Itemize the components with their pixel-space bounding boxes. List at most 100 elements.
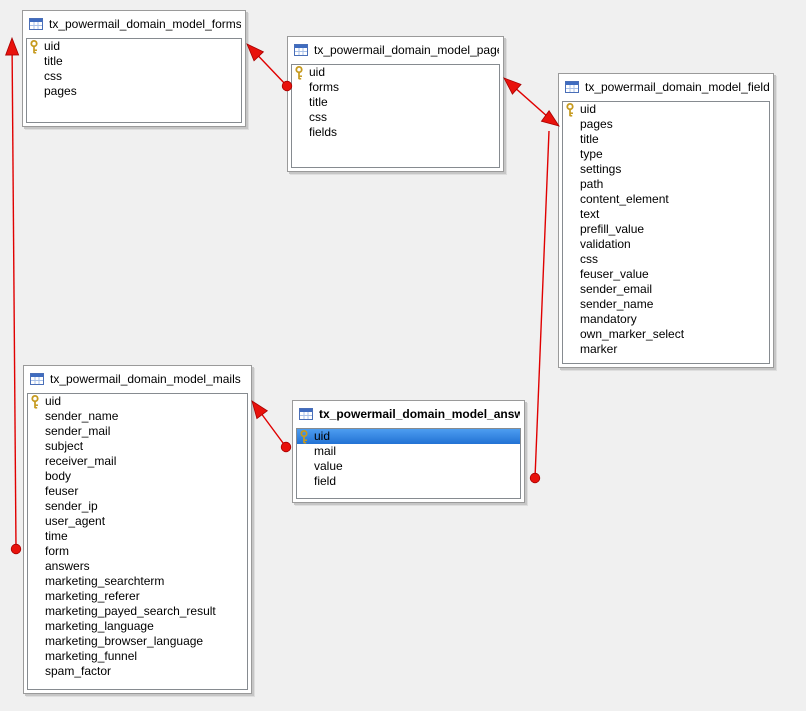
- field-row-body[interactable]: body: [28, 469, 247, 484]
- field-row-feuser[interactable]: feuser: [28, 484, 247, 499]
- field-row-sender_email[interactable]: sender_email: [563, 282, 769, 297]
- field-icon-spacer: [30, 620, 40, 634]
- field-name: marketing_searchterm: [45, 574, 165, 588]
- field-icon-spacer: [30, 590, 40, 604]
- field-row-receiver_mail[interactable]: receiver_mail: [28, 454, 247, 469]
- field-row-user_agent[interactable]: user_agent: [28, 514, 247, 529]
- field-row-own_marker_select[interactable]: own_marker_select: [563, 327, 769, 342]
- field-row-uid[interactable]: uid: [297, 429, 520, 444]
- field-row-sender_ip[interactable]: sender_ip: [28, 499, 247, 514]
- table-icon: [565, 81, 579, 93]
- field-row-uid[interactable]: uid: [563, 102, 769, 117]
- field-row-prefill_value[interactable]: prefill_value: [563, 222, 769, 237]
- field-row-uid[interactable]: uid: [27, 39, 241, 54]
- field-row-value[interactable]: value: [297, 459, 520, 474]
- field-row-form[interactable]: form: [28, 544, 247, 559]
- field-row-field[interactable]: field: [297, 474, 520, 489]
- field-row-path[interactable]: path: [563, 177, 769, 192]
- field-row-sender_mail[interactable]: sender_mail: [28, 424, 247, 439]
- table-icon: [29, 18, 43, 30]
- field-name: prefill_value: [580, 222, 645, 236]
- field-row-marketing_referer[interactable]: marketing_referer: [28, 589, 247, 604]
- table-header-pages[interactable]: tx_powermail_domain_model_pages: [288, 37, 503, 63]
- relation-endpoint-dot: [529, 472, 541, 484]
- field-name: sender_ip: [45, 499, 98, 513]
- field-name: mandatory: [580, 312, 637, 326]
- field-row-pages[interactable]: pages: [563, 117, 769, 132]
- field-row-spam_factor[interactable]: spam_factor: [28, 664, 247, 679]
- field-row-mail[interactable]: mail: [297, 444, 520, 459]
- field-name: feuser_value: [580, 267, 649, 281]
- field-row-title[interactable]: title: [27, 54, 241, 69]
- field-name: css: [44, 69, 62, 83]
- primary-key-icon: [294, 65, 304, 80]
- field-icon-spacer: [565, 223, 575, 237]
- table-header-answers[interactable]: tx_powermail_domain_model_answers: [293, 401, 524, 427]
- field-name: uid: [309, 65, 326, 79]
- field-row-css[interactable]: css: [292, 110, 499, 125]
- table-header-fields[interactable]: tx_powermail_domain_model_fields: [559, 74, 773, 100]
- field-row-mandatory[interactable]: mandatory: [563, 312, 769, 327]
- field-name: sender_mail: [45, 424, 111, 438]
- field-row-subject[interactable]: subject: [28, 439, 247, 454]
- field-row-feuser_value[interactable]: feuser_value: [563, 267, 769, 282]
- field-row-marketing_searchterm[interactable]: marketing_searchterm: [28, 574, 247, 589]
- field-row-marketing_language[interactable]: marketing_language: [28, 619, 247, 634]
- field-name: uid: [45, 394, 62, 408]
- field-name: marketing_language: [45, 619, 154, 633]
- field-row-uid[interactable]: uid: [292, 65, 499, 80]
- field-name: title: [580, 132, 599, 146]
- field-icon-spacer: [565, 253, 575, 267]
- field-row-fields[interactable]: fields: [292, 125, 499, 140]
- primary-key-icon: [30, 394, 40, 409]
- primary-key-icon: [565, 102, 575, 117]
- table-header-forms[interactable]: tx_powermail_domain_model_forms: [23, 11, 245, 37]
- field-row-marketing_payed_search_result[interactable]: marketing_payed_search_result: [28, 604, 247, 619]
- relation-arrowhead: [503, 77, 522, 95]
- field-icon-spacer: [30, 425, 40, 439]
- field-name: field: [314, 474, 337, 488]
- field-row-type[interactable]: type: [563, 147, 769, 162]
- field-row-css[interactable]: css: [27, 69, 241, 84]
- field-row-content_element[interactable]: content_element: [563, 192, 769, 207]
- field-icon-spacer: [299, 445, 309, 459]
- table-icon: [30, 373, 44, 385]
- field-row-sender_name[interactable]: sender_name: [28, 409, 247, 424]
- field-row-title[interactable]: title: [563, 132, 769, 147]
- table-title: tx_powermail_domain_model_pages: [314, 43, 499, 57]
- field-row-title[interactable]: title: [292, 95, 499, 110]
- field-row-settings[interactable]: settings: [563, 162, 769, 177]
- field-row-marketing_browser_language[interactable]: marketing_browser_language: [28, 634, 247, 649]
- field-icon-spacer: [294, 126, 304, 140]
- table-icon: [294, 44, 308, 56]
- field-name: user_agent: [45, 514, 106, 528]
- field-row-pages[interactable]: pages: [27, 84, 241, 99]
- field-name: marketing_funnel: [45, 649, 138, 663]
- field-name: uid: [314, 429, 331, 443]
- table-header-mails[interactable]: tx_powermail_domain_model_mails: [24, 366, 251, 392]
- field-row-time[interactable]: time: [28, 529, 247, 544]
- field-row-marketing_funnel[interactable]: marketing_funnel: [28, 649, 247, 664]
- field-row-forms[interactable]: forms: [292, 80, 499, 95]
- field-name: text: [580, 207, 600, 221]
- field-icon-spacer: [565, 313, 575, 327]
- field-row-sender_name[interactable]: sender_name: [563, 297, 769, 312]
- field-row-validation[interactable]: validation: [563, 237, 769, 252]
- field-row-css[interactable]: css: [563, 252, 769, 267]
- field-row-uid[interactable]: uid: [28, 394, 247, 409]
- field-row-text[interactable]: text: [563, 207, 769, 222]
- field-row-marker[interactable]: marker: [563, 342, 769, 357]
- answers-mails-relation: [251, 400, 292, 453]
- field-name: own_marker_select: [580, 327, 685, 341]
- field-name: mail: [314, 444, 337, 458]
- field-row-answers[interactable]: answers: [28, 559, 247, 574]
